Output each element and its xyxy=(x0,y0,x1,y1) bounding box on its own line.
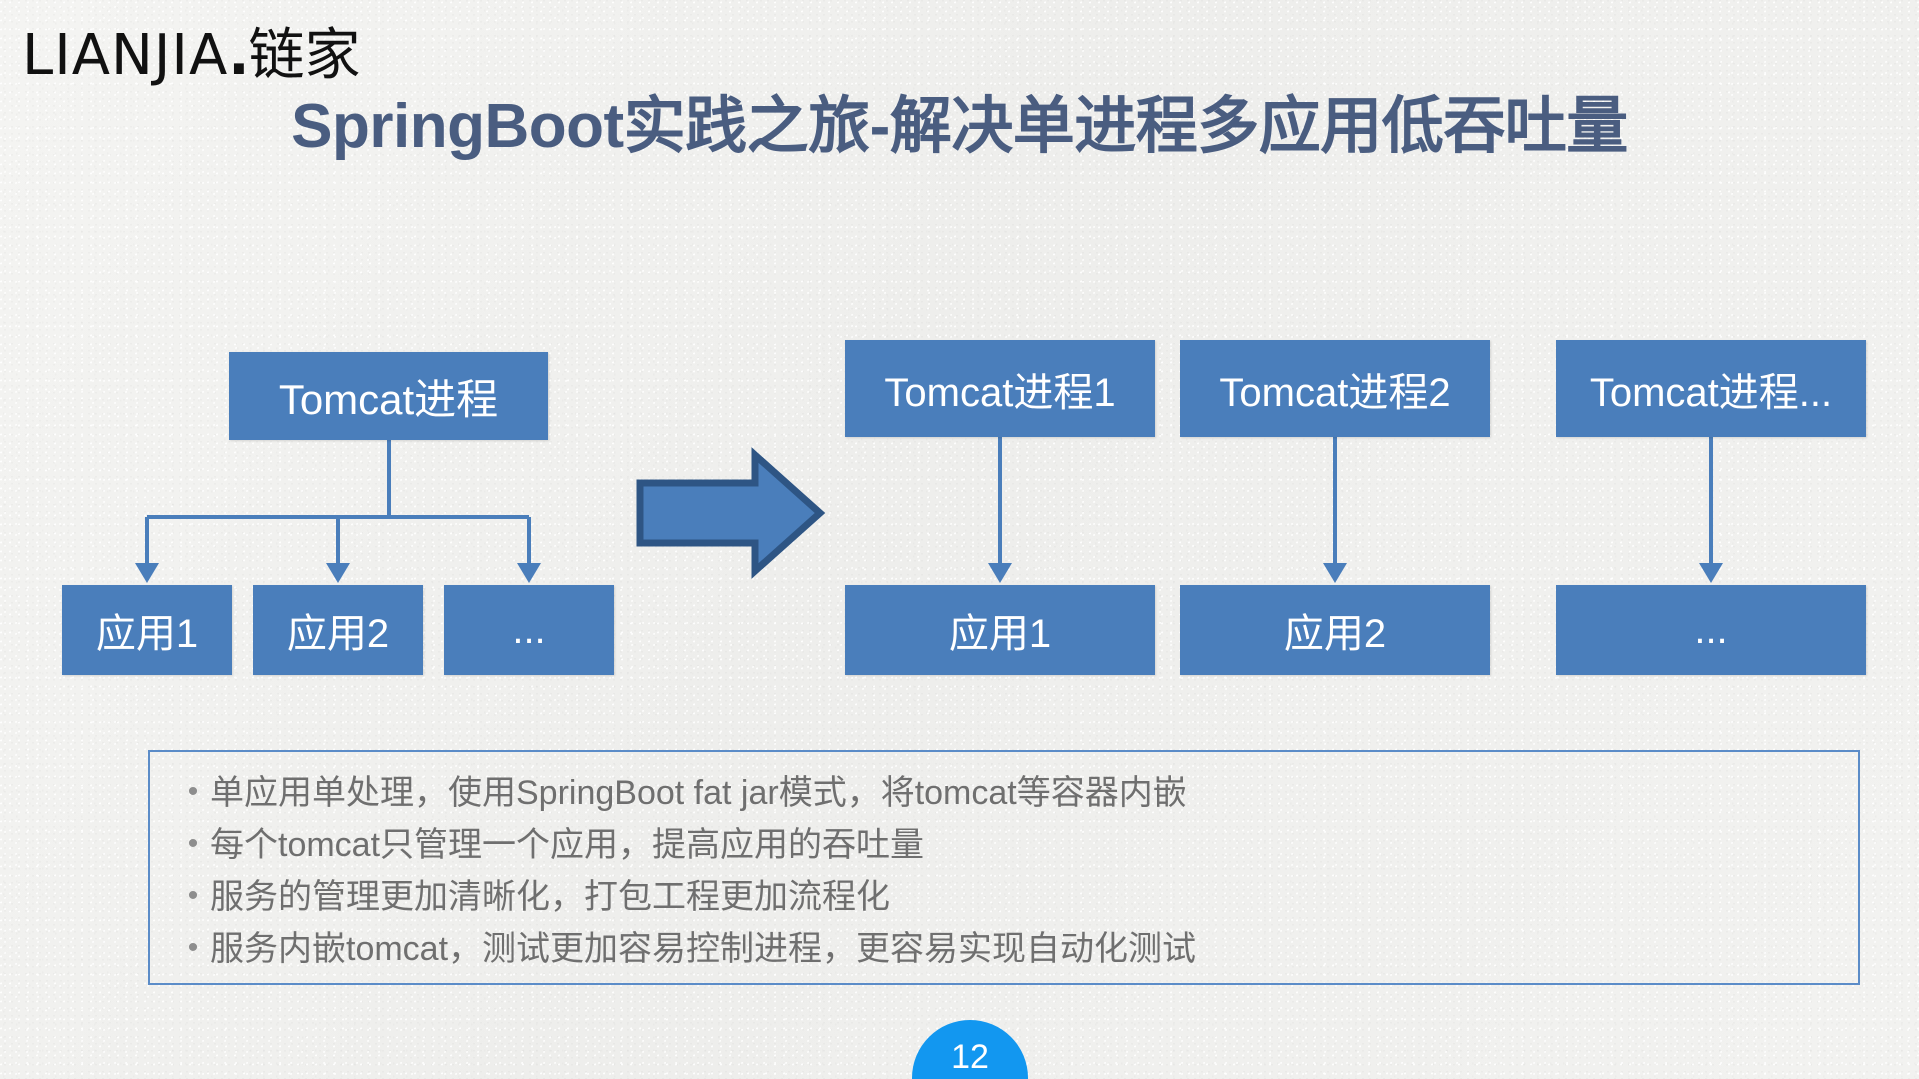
node-app1-left[interactable]: 应用1 xyxy=(62,585,232,675)
right-connector-arrowheads xyxy=(988,563,1723,583)
right-vertical-connectors xyxy=(998,437,1713,565)
node-tomcat-process-2[interactable]: Tomcat进程2 xyxy=(1180,340,1490,437)
bullet-text-3: 服务的管理更加清晰化，打包工程更加流程化 xyxy=(210,878,890,916)
list-item: • 服务内嵌tomcat，测试更加容易控制进程，更容易实现自动化测试 xyxy=(150,926,1858,978)
bullet-panel: • 单应用单处理，使用SpringBoot fat jar模式，将tomcat等… xyxy=(148,750,1860,985)
bullet-text-2: 每个tomcat只管理一个应用，提高应用的吞吐量 xyxy=(210,826,925,864)
lianjia-logo: LIANJIA.链家 xyxy=(22,28,361,84)
bullet-marker-icon: • xyxy=(187,827,199,860)
bullet-marker-icon: • xyxy=(187,931,199,964)
node-tomcat-process-1[interactable]: Tomcat进程1 xyxy=(845,340,1155,437)
list-item: • 服务的管理更加清晰化，打包工程更加流程化 xyxy=(150,874,1858,926)
node-app-ellipsis-left[interactable]: ... xyxy=(444,585,614,675)
transition-right-arrow xyxy=(636,447,826,579)
bullet-text-1: 单应用单处理，使用SpringBoot fat jar模式，将tomcat等容器… xyxy=(210,774,1187,812)
node-app2-left[interactable]: 应用2 xyxy=(253,585,423,675)
node-tomcat-process-ellipsis[interactable]: Tomcat进程... xyxy=(1556,340,1866,437)
list-item: • 每个tomcat只管理一个应用，提高应用的吞吐量 xyxy=(150,822,1858,874)
node-app2-right[interactable]: 应用2 xyxy=(1180,585,1490,675)
node-tomcat-process-left[interactable]: Tomcat进程 xyxy=(229,352,548,440)
node-app-ellipsis-right[interactable]: ... xyxy=(1556,585,1866,675)
node-app1-right[interactable]: 应用1 xyxy=(845,585,1155,675)
bullet-marker-icon: • xyxy=(187,879,199,912)
logo-cjk-text: 链家 xyxy=(248,23,361,88)
logo-latin-text: LIANJIA xyxy=(22,23,229,88)
bullet-text-4: 服务内嵌tomcat，测试更加容易控制进程，更容易实现自动化测试 xyxy=(210,930,1197,968)
left-tree-arrowheads xyxy=(135,563,541,583)
left-tree-connector xyxy=(145,440,531,565)
slide-title: SpringBoot实践之旅-解决单进程多应用低吞吐量 xyxy=(291,92,1628,161)
list-item: • 单应用单处理，使用SpringBoot fat jar模式，将tomcat等… xyxy=(150,770,1858,822)
logo-dot: . xyxy=(228,23,249,88)
page-number-badge: 12 xyxy=(912,1020,1028,1079)
bullet-marker-icon: • xyxy=(187,775,199,808)
